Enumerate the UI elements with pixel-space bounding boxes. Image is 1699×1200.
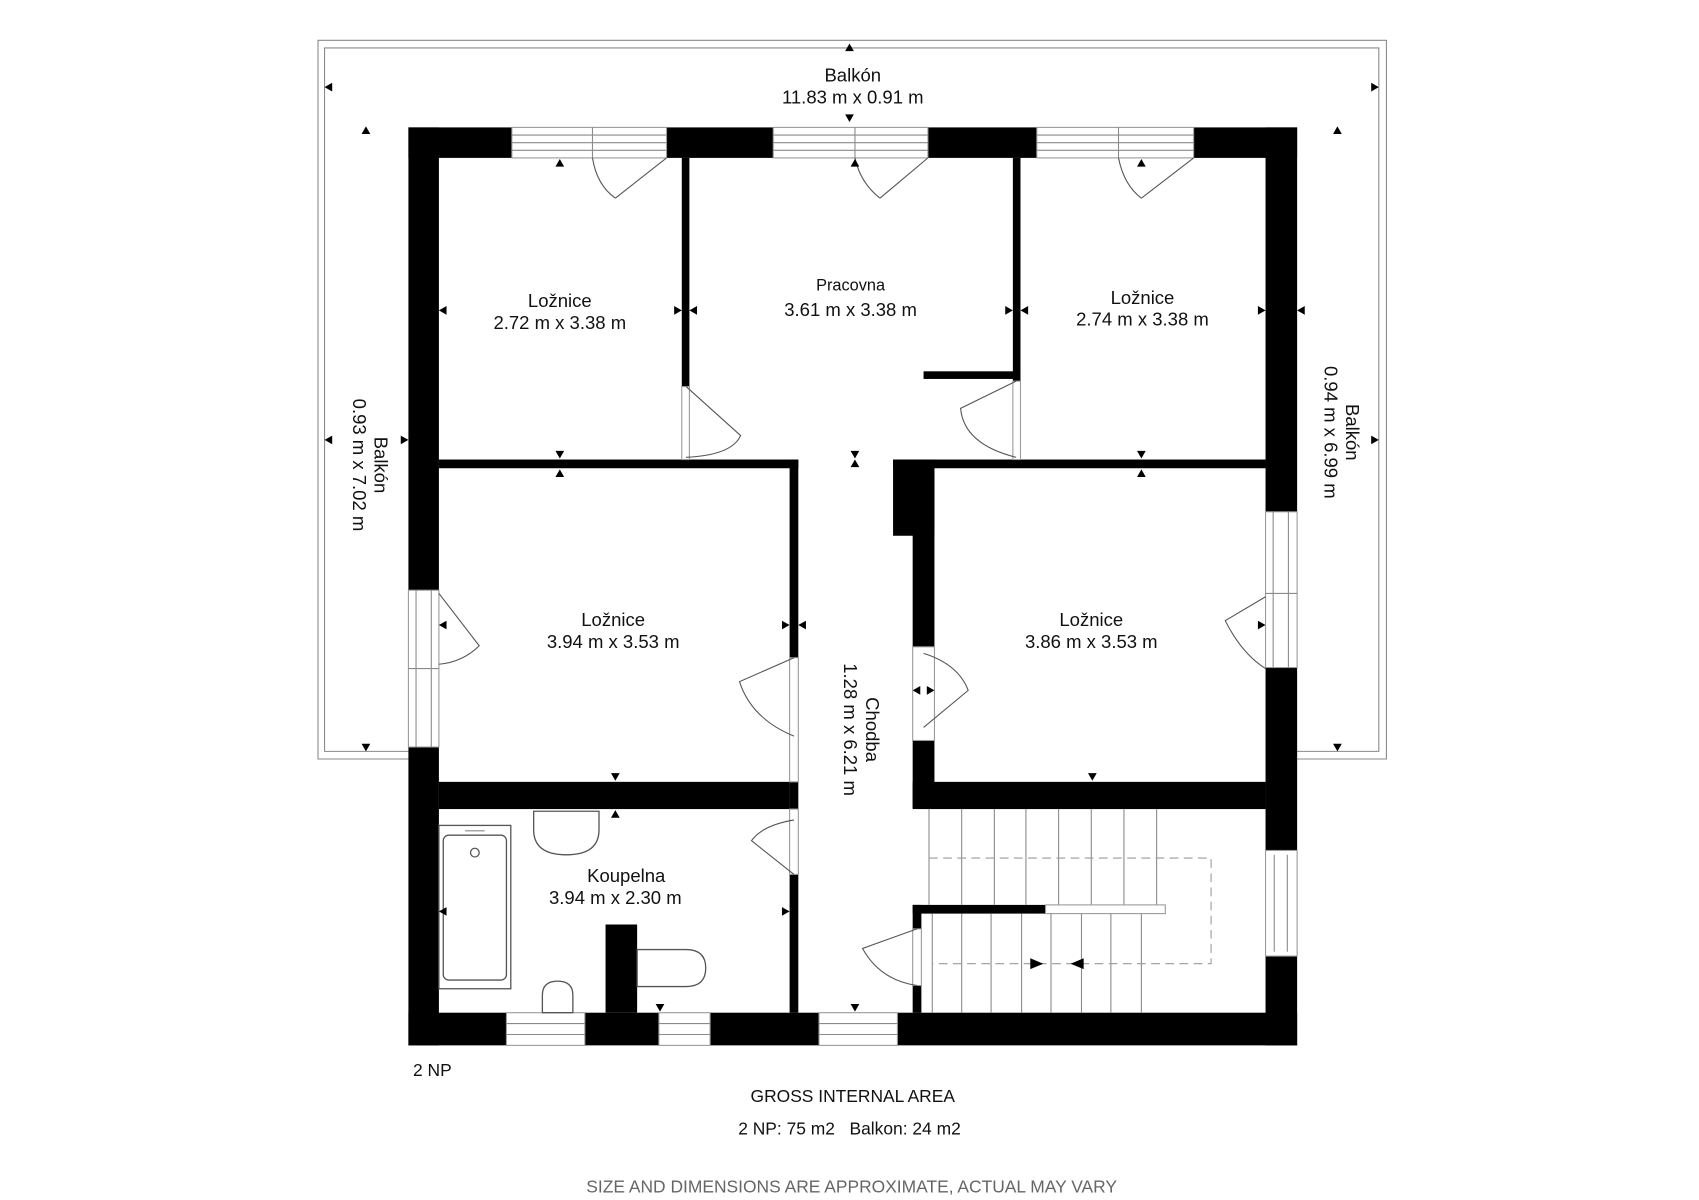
- bedroom-mid-left-name: Ložnice: [581, 609, 645, 630]
- hallway-dims: 1.28 m x 6.21 m: [840, 663, 861, 796]
- area-title: GROSS INTERNAL AREA: [751, 1086, 956, 1106]
- study-name: Pracovna: [816, 277, 886, 295]
- doors: [438, 157, 1266, 987]
- floor-label: 2 NP: [413, 1060, 452, 1080]
- inner-walls: [438, 157, 1266, 1013]
- toilet: [636, 948, 707, 988]
- windows: [407, 126, 1298, 1046]
- outer-walls: [408, 127, 1298, 1046]
- study-dims: 3.61 m x 3.38 m: [784, 299, 917, 320]
- bathroom-name: Koupelna: [587, 865, 666, 886]
- area-summary: 2 NP: 75 m2 Balkon: 24 m2: [738, 1119, 961, 1139]
- bedroom-top-right-name: Ložnice: [1111, 287, 1175, 308]
- disclaimer: SIZE AND DIMENSIONS ARE APPROXIMATE, ACT…: [586, 1176, 1117, 1196]
- bedroom-top-right-dims: 2.74 m x 3.38 m: [1076, 309, 1209, 330]
- bedroom-mid-left-dims: 3.94 m x 3.53 m: [547, 631, 680, 652]
- sink: [533, 810, 600, 856]
- balcony-top-dims: 11.83 m x 0.91 m: [782, 86, 924, 107]
- bathroom-fixtures: [438, 810, 707, 1014]
- bedroom-mid-right-name: Ložnice: [1059, 609, 1123, 630]
- balcony-left-dims: 0.93 m x 7.02 m: [349, 399, 370, 532]
- balcony-left-name: Balkón: [371, 437, 392, 494]
- bedroom-top-left-dims: 2.72 m x 3.38 m: [493, 312, 626, 333]
- bidet: [541, 980, 574, 1014]
- balcony-right-name: Balkón: [1342, 404, 1363, 461]
- balcony-right-dims: 0.94 m x 6.99 m: [1320, 366, 1341, 499]
- balcony-top-name: Balkón: [824, 65, 881, 86]
- dimension-markers: [324, 43, 1379, 1012]
- footer: 2 NP GROSS INTERNAL AREA 2 NP: 75 m2 Bal…: [413, 1060, 1117, 1197]
- staircase: [928, 809, 1212, 1013]
- bathroom-dims: 3.94 m x 2.30 m: [549, 887, 682, 908]
- bedroom-mid-right-dims: 3.86 m x 3.53 m: [1025, 631, 1158, 652]
- room-labels: Balkón 11.83 m x 0.91 m Ložnice 2.72 m x…: [349, 65, 1363, 908]
- hallway-name: Chodba: [862, 697, 883, 763]
- bedroom-top-left-name: Ložnice: [528, 290, 592, 311]
